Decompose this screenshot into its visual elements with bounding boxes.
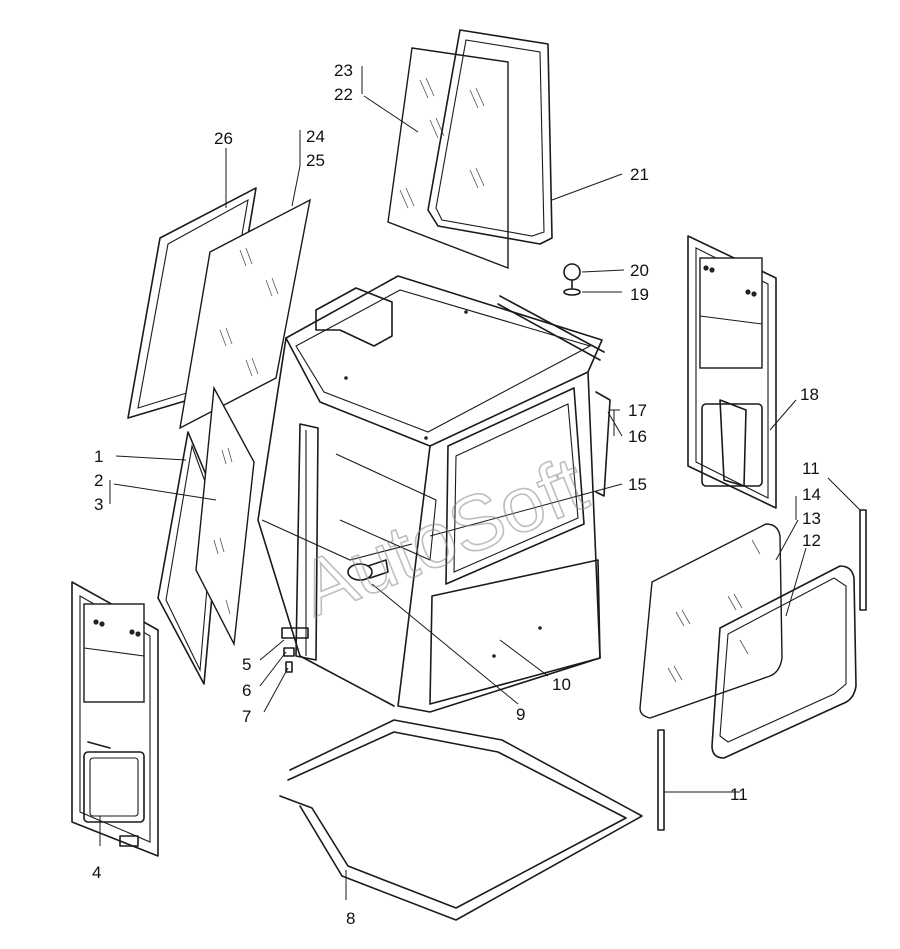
callout-17: 17 xyxy=(628,401,647,420)
rear-glass xyxy=(387,47,509,270)
fastener-stack xyxy=(281,627,309,673)
callout-8: 8 xyxy=(346,909,355,928)
seal-strip-lower xyxy=(657,729,665,831)
callout-6: 6 xyxy=(242,681,251,700)
left-window-glass xyxy=(179,198,311,430)
watermark: AutoSoft xyxy=(288,439,599,633)
right-window-seal xyxy=(711,565,857,759)
callout-1: 1 xyxy=(94,447,103,466)
callout-18: 18 xyxy=(800,385,819,404)
callout-15: 15 xyxy=(628,475,647,494)
callout-13: 13 xyxy=(802,509,821,528)
callout-10: 10 xyxy=(552,675,571,694)
callout-26: 26 xyxy=(214,129,233,148)
callout-11-lower: 11 xyxy=(730,785,748,804)
callout-23: 23 xyxy=(334,61,353,80)
callout-4: 4 xyxy=(92,863,101,882)
callout-5: 5 xyxy=(242,655,251,674)
right-door xyxy=(687,235,777,509)
callout-7: 7 xyxy=(242,707,251,726)
callout-14: 14 xyxy=(802,485,821,504)
floor-seal xyxy=(279,719,643,921)
lower-left-window-glass xyxy=(195,385,255,647)
callout-labels: 23 22 26 24 25 21 20 19 18 17 16 15 11 1… xyxy=(92,61,821,928)
callout-11-upper: 11 xyxy=(802,459,820,478)
left-door xyxy=(71,581,159,857)
callout-25: 25 xyxy=(306,151,325,170)
callout-24: 24 xyxy=(306,127,325,146)
leader-lines xyxy=(99,66,861,900)
callout-3: 3 xyxy=(94,495,103,514)
bolt xyxy=(347,559,389,581)
callout-19: 19 xyxy=(630,285,649,304)
rear-glass-seal xyxy=(427,29,553,245)
right-window-glass xyxy=(639,523,783,719)
callout-9: 9 xyxy=(516,705,525,724)
callout-22: 22 xyxy=(334,85,353,104)
callout-20: 20 xyxy=(630,261,649,280)
callout-2: 2 xyxy=(94,471,103,490)
seal-strip-upper xyxy=(859,509,867,611)
eye-bolt xyxy=(563,263,581,296)
callout-12: 12 xyxy=(802,531,821,550)
callout-21: 21 xyxy=(630,165,649,184)
cab-body xyxy=(257,275,611,713)
callout-16: 16 xyxy=(628,427,647,446)
